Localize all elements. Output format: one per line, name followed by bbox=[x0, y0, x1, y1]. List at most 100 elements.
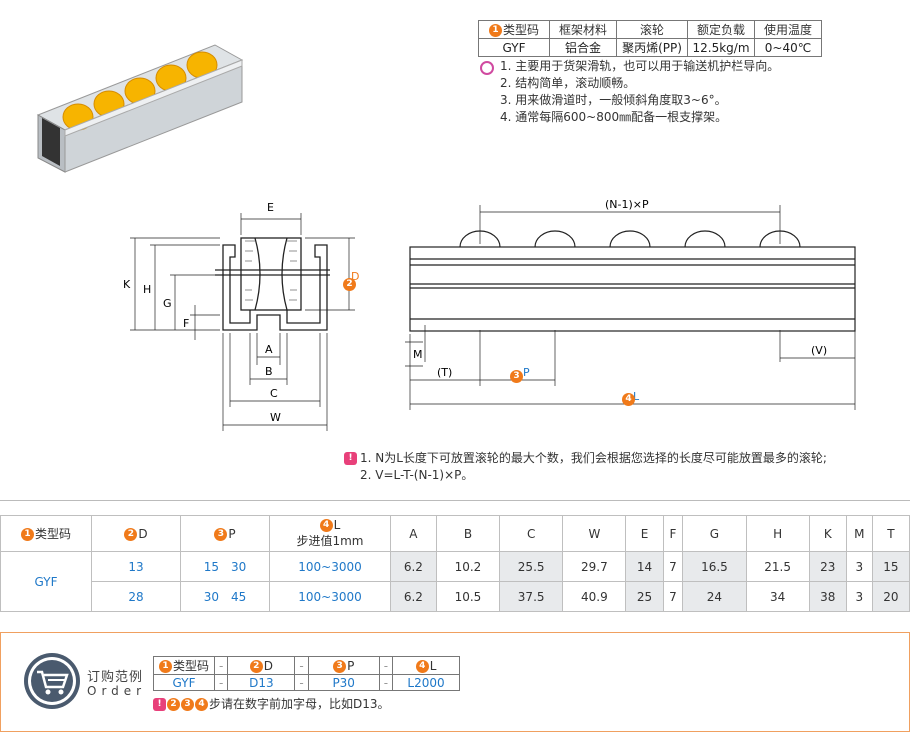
order-title-en: Order bbox=[87, 684, 147, 698]
dim-cell: 38 bbox=[808, 581, 847, 612]
spec-load-value: 12.5kg/m bbox=[687, 38, 755, 57]
label-k: K bbox=[123, 278, 131, 291]
feature-item: 2. 结构简单，滚动顺畅。 bbox=[500, 76, 636, 90]
dim-header-h: H bbox=[745, 515, 810, 552]
dim-cell: 7 bbox=[662, 581, 684, 612]
dim-cell: 100~3000 bbox=[269, 551, 391, 582]
dim-cell: 37.5 bbox=[499, 581, 564, 612]
dim-header-e: E bbox=[625, 515, 664, 552]
label-b: B bbox=[265, 365, 273, 378]
order-note-icon: ! bbox=[153, 698, 166, 711]
dim-cell: 23 bbox=[808, 551, 847, 582]
label-t: (T) bbox=[437, 366, 452, 379]
dim-header-a: A bbox=[390, 515, 437, 552]
dim-cell: 3 bbox=[845, 581, 873, 612]
dim-header-l-sub: 步进值1mm bbox=[296, 534, 364, 548]
order-dash: - bbox=[379, 656, 393, 675]
label-a: A bbox=[265, 343, 273, 356]
dim-cell: 100~3000 bbox=[269, 581, 391, 612]
spec-type-value: GYF bbox=[478, 38, 550, 57]
label-m: M bbox=[413, 348, 423, 361]
label-c: C bbox=[270, 387, 278, 400]
dim-cell: 16.5 bbox=[682, 551, 747, 582]
dim-cell: 28 bbox=[91, 581, 181, 612]
dim-header-f: F bbox=[662, 515, 684, 552]
dim-cell: 30 45 bbox=[180, 581, 270, 612]
dim-type-code: GYF bbox=[0, 551, 92, 612]
order-value-l: L2000 bbox=[392, 674, 461, 691]
order-dash: - bbox=[294, 674, 309, 691]
cart-icon bbox=[24, 653, 80, 709]
order-dash: - bbox=[214, 674, 228, 691]
order-note-badge: 2 bbox=[167, 698, 180, 711]
note-icon: ! bbox=[344, 452, 357, 465]
spec-header-material: 框架材料 bbox=[549, 20, 617, 39]
order-dash: - bbox=[379, 674, 393, 691]
dim-header-c: C bbox=[499, 515, 564, 552]
spec-header-load: 额定负载 bbox=[687, 20, 755, 39]
badge-1: 1 bbox=[488, 24, 502, 37]
spec-header-temp: 使用温度 bbox=[754, 20, 822, 39]
dim-cell: 6.2 bbox=[390, 551, 437, 582]
product-photo bbox=[36, 44, 244, 173]
dim-cell: 10.2 bbox=[435, 551, 501, 582]
dim-header-g: G bbox=[682, 515, 747, 552]
badge-3-p: 3 bbox=[510, 370, 523, 383]
dim-cell: 25.5 bbox=[499, 551, 564, 582]
order-value-p: P30 bbox=[307, 674, 380, 691]
dim-cell: 34 bbox=[745, 581, 810, 612]
dim-cell: 25 bbox=[625, 581, 664, 612]
dim-cell: 21.5 bbox=[745, 551, 810, 582]
drawing-notes: 1. N为L长度下可放置滚轮的最大个数，我们会根据您选择的长度尽可能放置最多的滚… bbox=[360, 450, 827, 484]
dim-cell: 40.9 bbox=[562, 581, 627, 612]
dim-header-k: K bbox=[808, 515, 847, 552]
label-g: G bbox=[163, 297, 172, 310]
label-e: E bbox=[267, 201, 274, 214]
spec-roller-value: 聚丙烯(PP) bbox=[616, 38, 688, 57]
dim-cell: 20 bbox=[871, 581, 910, 612]
dim-cell: 3 bbox=[845, 551, 873, 582]
label-d: D bbox=[351, 270, 359, 283]
label-l: L bbox=[633, 390, 640, 403]
section-divider bbox=[0, 500, 910, 501]
feature-item: 3. 用来做滑道时，一般倾斜角度取3~6°。 bbox=[500, 93, 727, 107]
order-title: 订购范例 bbox=[87, 670, 144, 685]
feature-list: 1. 主要用于货架滑轨，也可以用于输送机护栏导向。 2. 结构简单，滚动顺畅。 … bbox=[500, 58, 779, 126]
dim-cell: 29.7 bbox=[562, 551, 627, 582]
dim-cell: 24 bbox=[682, 581, 747, 612]
order-note-text: 步请在数字前加字母，比如D13。 bbox=[209, 697, 390, 711]
dim-cell: 10.5 bbox=[435, 581, 501, 612]
feature-icon bbox=[480, 61, 494, 75]
feature-item: 1. 主要用于货架滑轨，也可以用于输送机护栏导向。 bbox=[500, 59, 780, 73]
label-w: W bbox=[270, 411, 281, 424]
order-note-badge: 3 bbox=[181, 698, 194, 711]
dim-cell: 15 bbox=[871, 551, 910, 582]
dim-cell: 13 bbox=[91, 551, 181, 582]
badge-4-l: 4 bbox=[622, 393, 635, 406]
label-np: (N-1)×P bbox=[605, 198, 649, 211]
dim-header-m: M bbox=[845, 515, 873, 552]
label-v: (V) bbox=[811, 344, 827, 357]
label-f: F bbox=[183, 317, 189, 330]
order-value-type: GYF bbox=[152, 674, 216, 691]
order-dash: - bbox=[294, 656, 309, 675]
cross-section-drawing: E D K H G F A B C W bbox=[123, 201, 359, 431]
dim-cell: 14 bbox=[625, 551, 664, 582]
feature-item: 4. 通常每隔600~800㎜配备一根支撑架。 bbox=[500, 110, 728, 124]
spec-temp-value: 0~40℃ bbox=[754, 38, 822, 57]
order-value-d: D13 bbox=[227, 674, 296, 691]
dim-header-b: B bbox=[435, 515, 501, 552]
drawing-note: 2. V=L-T-(N-1)×P。 bbox=[360, 468, 474, 482]
dim-header-t: T bbox=[871, 515, 910, 552]
table-row: 28 30 45 100~3000 6.2 10.5 37.5 40.9 25 … bbox=[1, 581, 910, 612]
